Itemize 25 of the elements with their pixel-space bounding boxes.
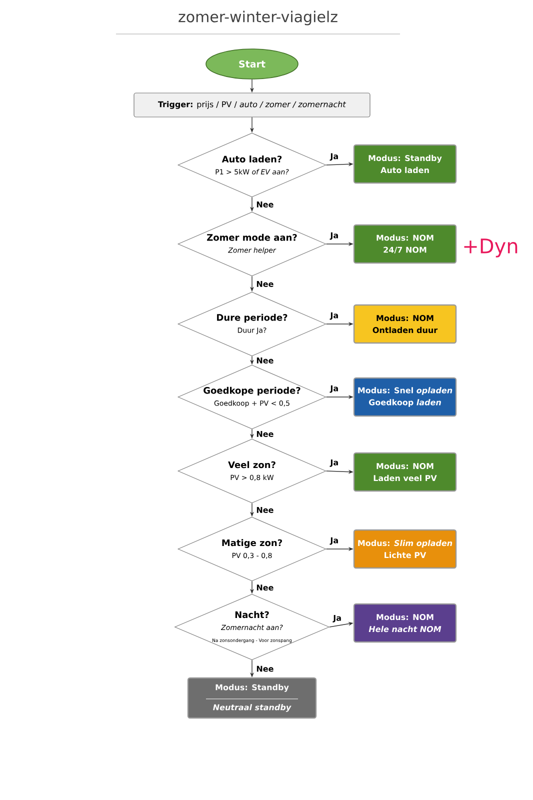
mode-box: Modus: Standby Auto laden bbox=[353, 144, 457, 184]
annotation-text: +Dyn bbox=[464, 238, 518, 258]
mode-box: Modus: NOM Hele nacht NOM bbox=[353, 603, 457, 643]
mode-box: Modus: Snel opladen Goedkoop laden bbox=[353, 377, 457, 417]
edge-label: Ja bbox=[329, 152, 340, 162]
edge-label: Ja bbox=[329, 311, 340, 321]
mode-box: Modus: Slim opladen Lichte PV bbox=[353, 529, 457, 569]
mode-box: Modus: NOM Laden veel PV bbox=[353, 452, 457, 492]
edge-label: Nee bbox=[255, 200, 275, 208]
edge-label: Ja bbox=[329, 536, 340, 546]
mode-box: Modus: Standby Neutraal standby bbox=[187, 677, 317, 719]
edge-label: Nee bbox=[255, 430, 275, 438]
edge-label: Ja bbox=[332, 614, 342, 624]
edge-label: Ja bbox=[329, 384, 340, 394]
edge-label: Nee bbox=[255, 664, 275, 673]
trigger-box: Trigger: prijs / PV / auto / zomer / zomernacht bbox=[134, 92, 370, 118]
edge-label: Nee bbox=[255, 584, 275, 592]
edge-label: Nee bbox=[255, 356, 275, 364]
edge-label: Nee bbox=[255, 506, 275, 514]
edge-label: Nee bbox=[255, 280, 275, 288]
edge-label: Ja bbox=[329, 231, 340, 241]
title: zomer-winter-viagielz bbox=[178, 10, 338, 26]
mode-box: Modus: NOM Ontladen duur bbox=[353, 304, 457, 344]
edge-label: Ja bbox=[329, 458, 340, 468]
mode-box: Modus: NOM 24/7 NOM bbox=[353, 224, 457, 264]
